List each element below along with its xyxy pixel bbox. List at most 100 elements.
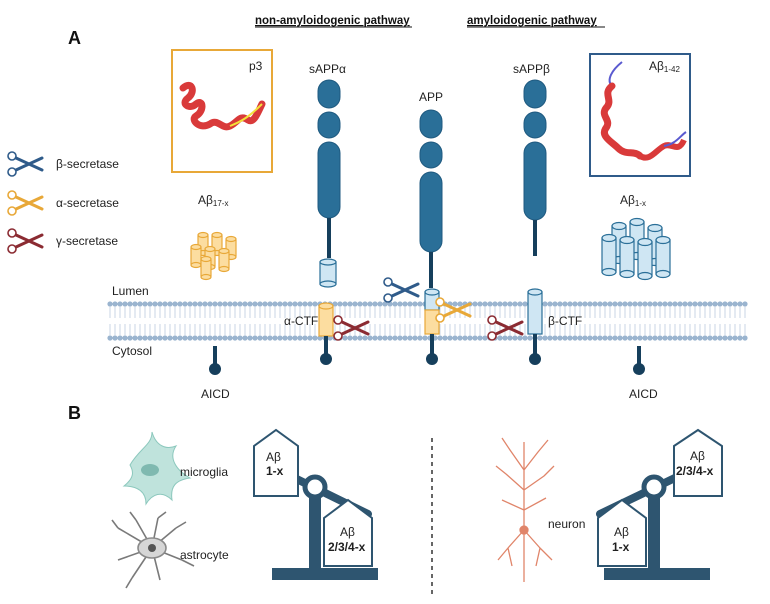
lipid-head [147, 335, 153, 341]
lipid-head [562, 335, 568, 341]
lipid-head [722, 335, 728, 341]
lipid-head [587, 301, 593, 307]
lipid-head [332, 301, 338, 307]
lipid-head [457, 301, 463, 307]
lipid-head [662, 301, 668, 307]
abeta-1-42-structure-box: Aβ1-42 [589, 53, 691, 177]
lipid-head [272, 301, 278, 307]
lipid-head [117, 301, 123, 307]
aicd-right-label: AICD [629, 387, 658, 401]
lipid-head [302, 335, 308, 341]
lipid-head [607, 301, 613, 307]
bctf-transmembrane [527, 288, 543, 365]
legend-beta-label: β-secretase [56, 157, 119, 171]
title-non-amyloidogenic: non-amyloidogenic pathway [255, 15, 410, 27]
lipid-head [297, 301, 303, 307]
lipid-head [582, 301, 588, 307]
lipid-head [732, 335, 738, 341]
lipid-head [492, 301, 498, 307]
lipid-head [392, 335, 398, 341]
lipid-head [162, 335, 168, 341]
abeta-1-x-oligomer-icon [601, 217, 671, 281]
lipid-head [442, 335, 448, 341]
abeta-17-x-sub: 17-x [213, 199, 229, 208]
lipid-head [202, 335, 208, 341]
lipid-head [157, 335, 163, 341]
abeta-17-x-main: Aβ [198, 193, 213, 207]
lipid-head [267, 335, 273, 341]
aicd-left-label: AICD [201, 387, 230, 401]
lipid-head [637, 301, 643, 307]
lipid-head [232, 301, 238, 307]
lipid-head [167, 335, 173, 341]
sappa-protein [317, 79, 341, 258]
neuron-label: neuron [548, 517, 585, 531]
lipid-head [282, 335, 288, 341]
lipid-head [582, 335, 588, 341]
lipid-head [482, 301, 488, 307]
legend-gamma-label: γ-secretase [56, 234, 118, 248]
abeta-1-42-main: Aβ [649, 59, 664, 73]
lipid-head [697, 335, 703, 341]
lipid-head [692, 301, 698, 307]
lipid-head [447, 335, 453, 341]
lipid-head [512, 335, 518, 341]
lipid-head [687, 335, 693, 341]
lipid-head [727, 335, 733, 341]
lipid-head [402, 335, 408, 341]
lipid-head [182, 301, 188, 307]
lipid-head [457, 335, 463, 341]
lipid-head [232, 335, 238, 341]
lipid-head [117, 335, 123, 341]
lipid-head [732, 301, 738, 307]
alpha-secretase-icon [6, 189, 44, 217]
lipid-head [162, 301, 168, 307]
lipid-head [502, 335, 508, 341]
lipid-head [592, 301, 598, 307]
lipid-head [557, 301, 563, 307]
lipid-head [327, 335, 333, 341]
lipid-head [227, 335, 233, 341]
lipid-head [702, 335, 708, 341]
lipid-head [172, 335, 178, 341]
lipid-head [177, 335, 183, 341]
lipid-head [612, 335, 618, 341]
lipid-head [222, 335, 228, 341]
p3-helix-icon [179, 81, 266, 131]
abeta-17-x-label: Aβ17-x [198, 193, 228, 208]
lipid-head [552, 301, 558, 307]
lipid-head [177, 301, 183, 307]
lipid-head [202, 301, 208, 307]
lipid-head [682, 335, 688, 341]
legend: β-secretase α-secretase γ-secretase [6, 150, 119, 255]
lipid-head [307, 301, 313, 307]
lipid-head [462, 335, 468, 341]
lipid-head [422, 335, 428, 341]
lipid-head [512, 301, 518, 307]
lipid-head [622, 301, 628, 307]
lipid-head [287, 335, 293, 341]
lipid-head [287, 301, 293, 307]
lipid-head [192, 335, 198, 341]
lipid-head [227, 301, 233, 307]
lipid-head [417, 335, 423, 341]
lipid-head [642, 301, 648, 307]
lipid-head [452, 301, 458, 307]
lipid-head [142, 301, 148, 307]
lipid-head [707, 301, 713, 307]
lipid-head [297, 335, 303, 341]
astrocyte-icon [111, 511, 195, 589]
right-pan-high: Aβ 2/3/4-x [673, 428, 723, 497]
lipid-head [257, 335, 263, 341]
lipid-head [197, 301, 203, 307]
abeta-1-x-sub: 1-x [635, 199, 646, 208]
lumen-label: Lumen [112, 284, 149, 298]
lipid-head [417, 301, 423, 307]
lipid-head [302, 301, 308, 307]
lipid-head [242, 335, 248, 341]
lipid-head [412, 301, 418, 307]
panel-a-label: A [68, 28, 81, 48]
lipid-head [212, 335, 218, 341]
lipid-head [497, 335, 503, 341]
beta-secretase-icon [6, 150, 44, 178]
